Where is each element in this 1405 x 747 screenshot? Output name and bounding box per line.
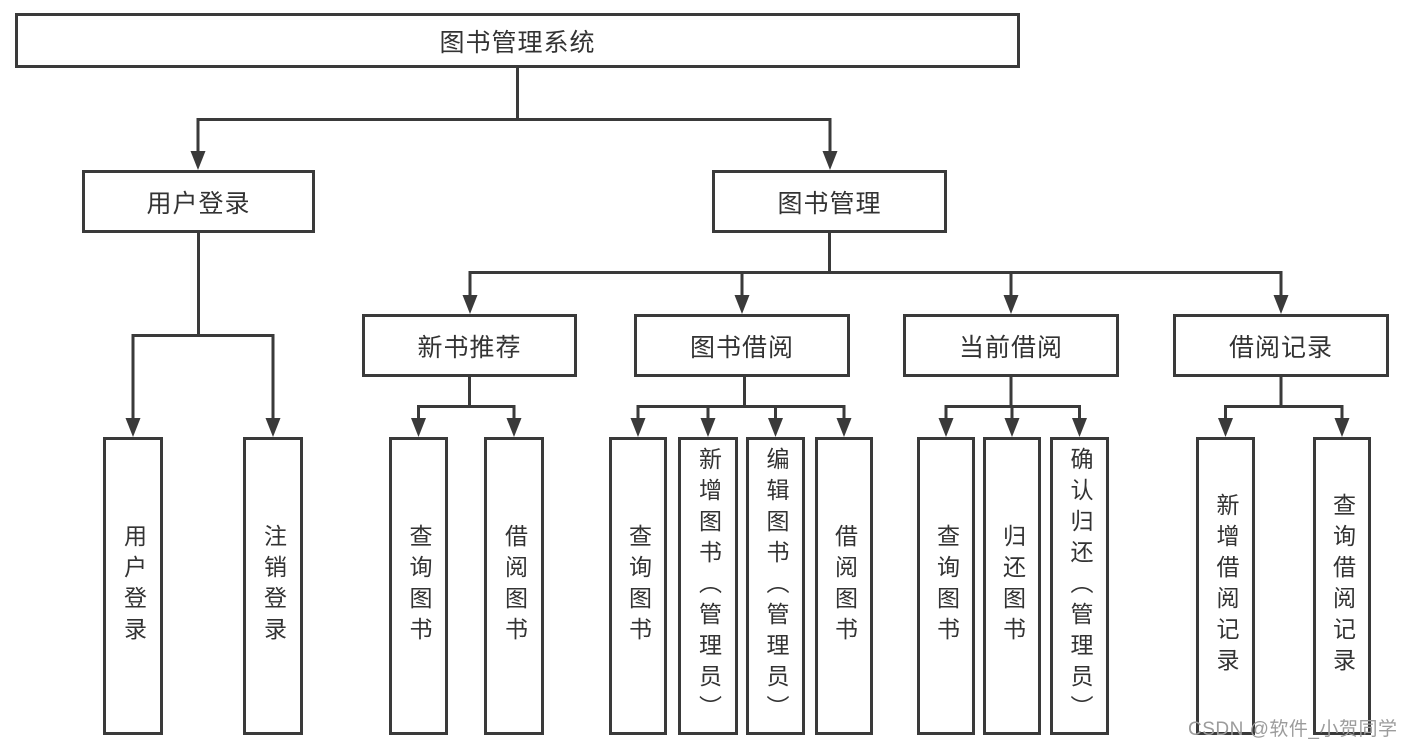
node-book-management: 图书管理 [712, 170, 947, 233]
leaf-query-books-recommend: 查询图书 [389, 437, 448, 735]
leaf-user-login: 用户登录 [103, 437, 163, 735]
leaf-add-borrow-record: 新增借阅记录 [1196, 437, 1255, 735]
leaf-borrow-books: 借阅图书 [815, 437, 873, 735]
leaf-confirm-return-admin: 确认归还（管理员） [1050, 437, 1109, 735]
leaf-query-books-borrowing: 查询图书 [609, 437, 667, 735]
node-borrowing-records: 借阅记录 [1173, 314, 1389, 377]
node-current-borrowing: 当前借阅 [903, 314, 1119, 377]
node-library-management-system: 图书管理系统 [15, 13, 1020, 68]
csdn-watermark: CSDN @软件_小贺同学 [1188, 719, 1398, 740]
leaf-return-books: 归还图书 [983, 437, 1041, 735]
leaf-query-books-current: 查询图书 [917, 437, 975, 735]
node-book-borrowing: 图书借阅 [634, 314, 850, 377]
leaf-edit-book-admin: 编辑图书（管理员） [746, 437, 805, 735]
node-user-login: 用户登录 [82, 170, 315, 233]
leaf-add-book-admin: 新增图书（管理员） [678, 437, 738, 735]
node-new-book-recommend: 新书推荐 [362, 314, 577, 377]
leaf-logout: 注销登录 [243, 437, 303, 735]
leaf-query-borrow-record: 查询借阅记录 [1313, 437, 1371, 735]
leaf-borrow-books-recommend: 借阅图书 [484, 437, 544, 735]
